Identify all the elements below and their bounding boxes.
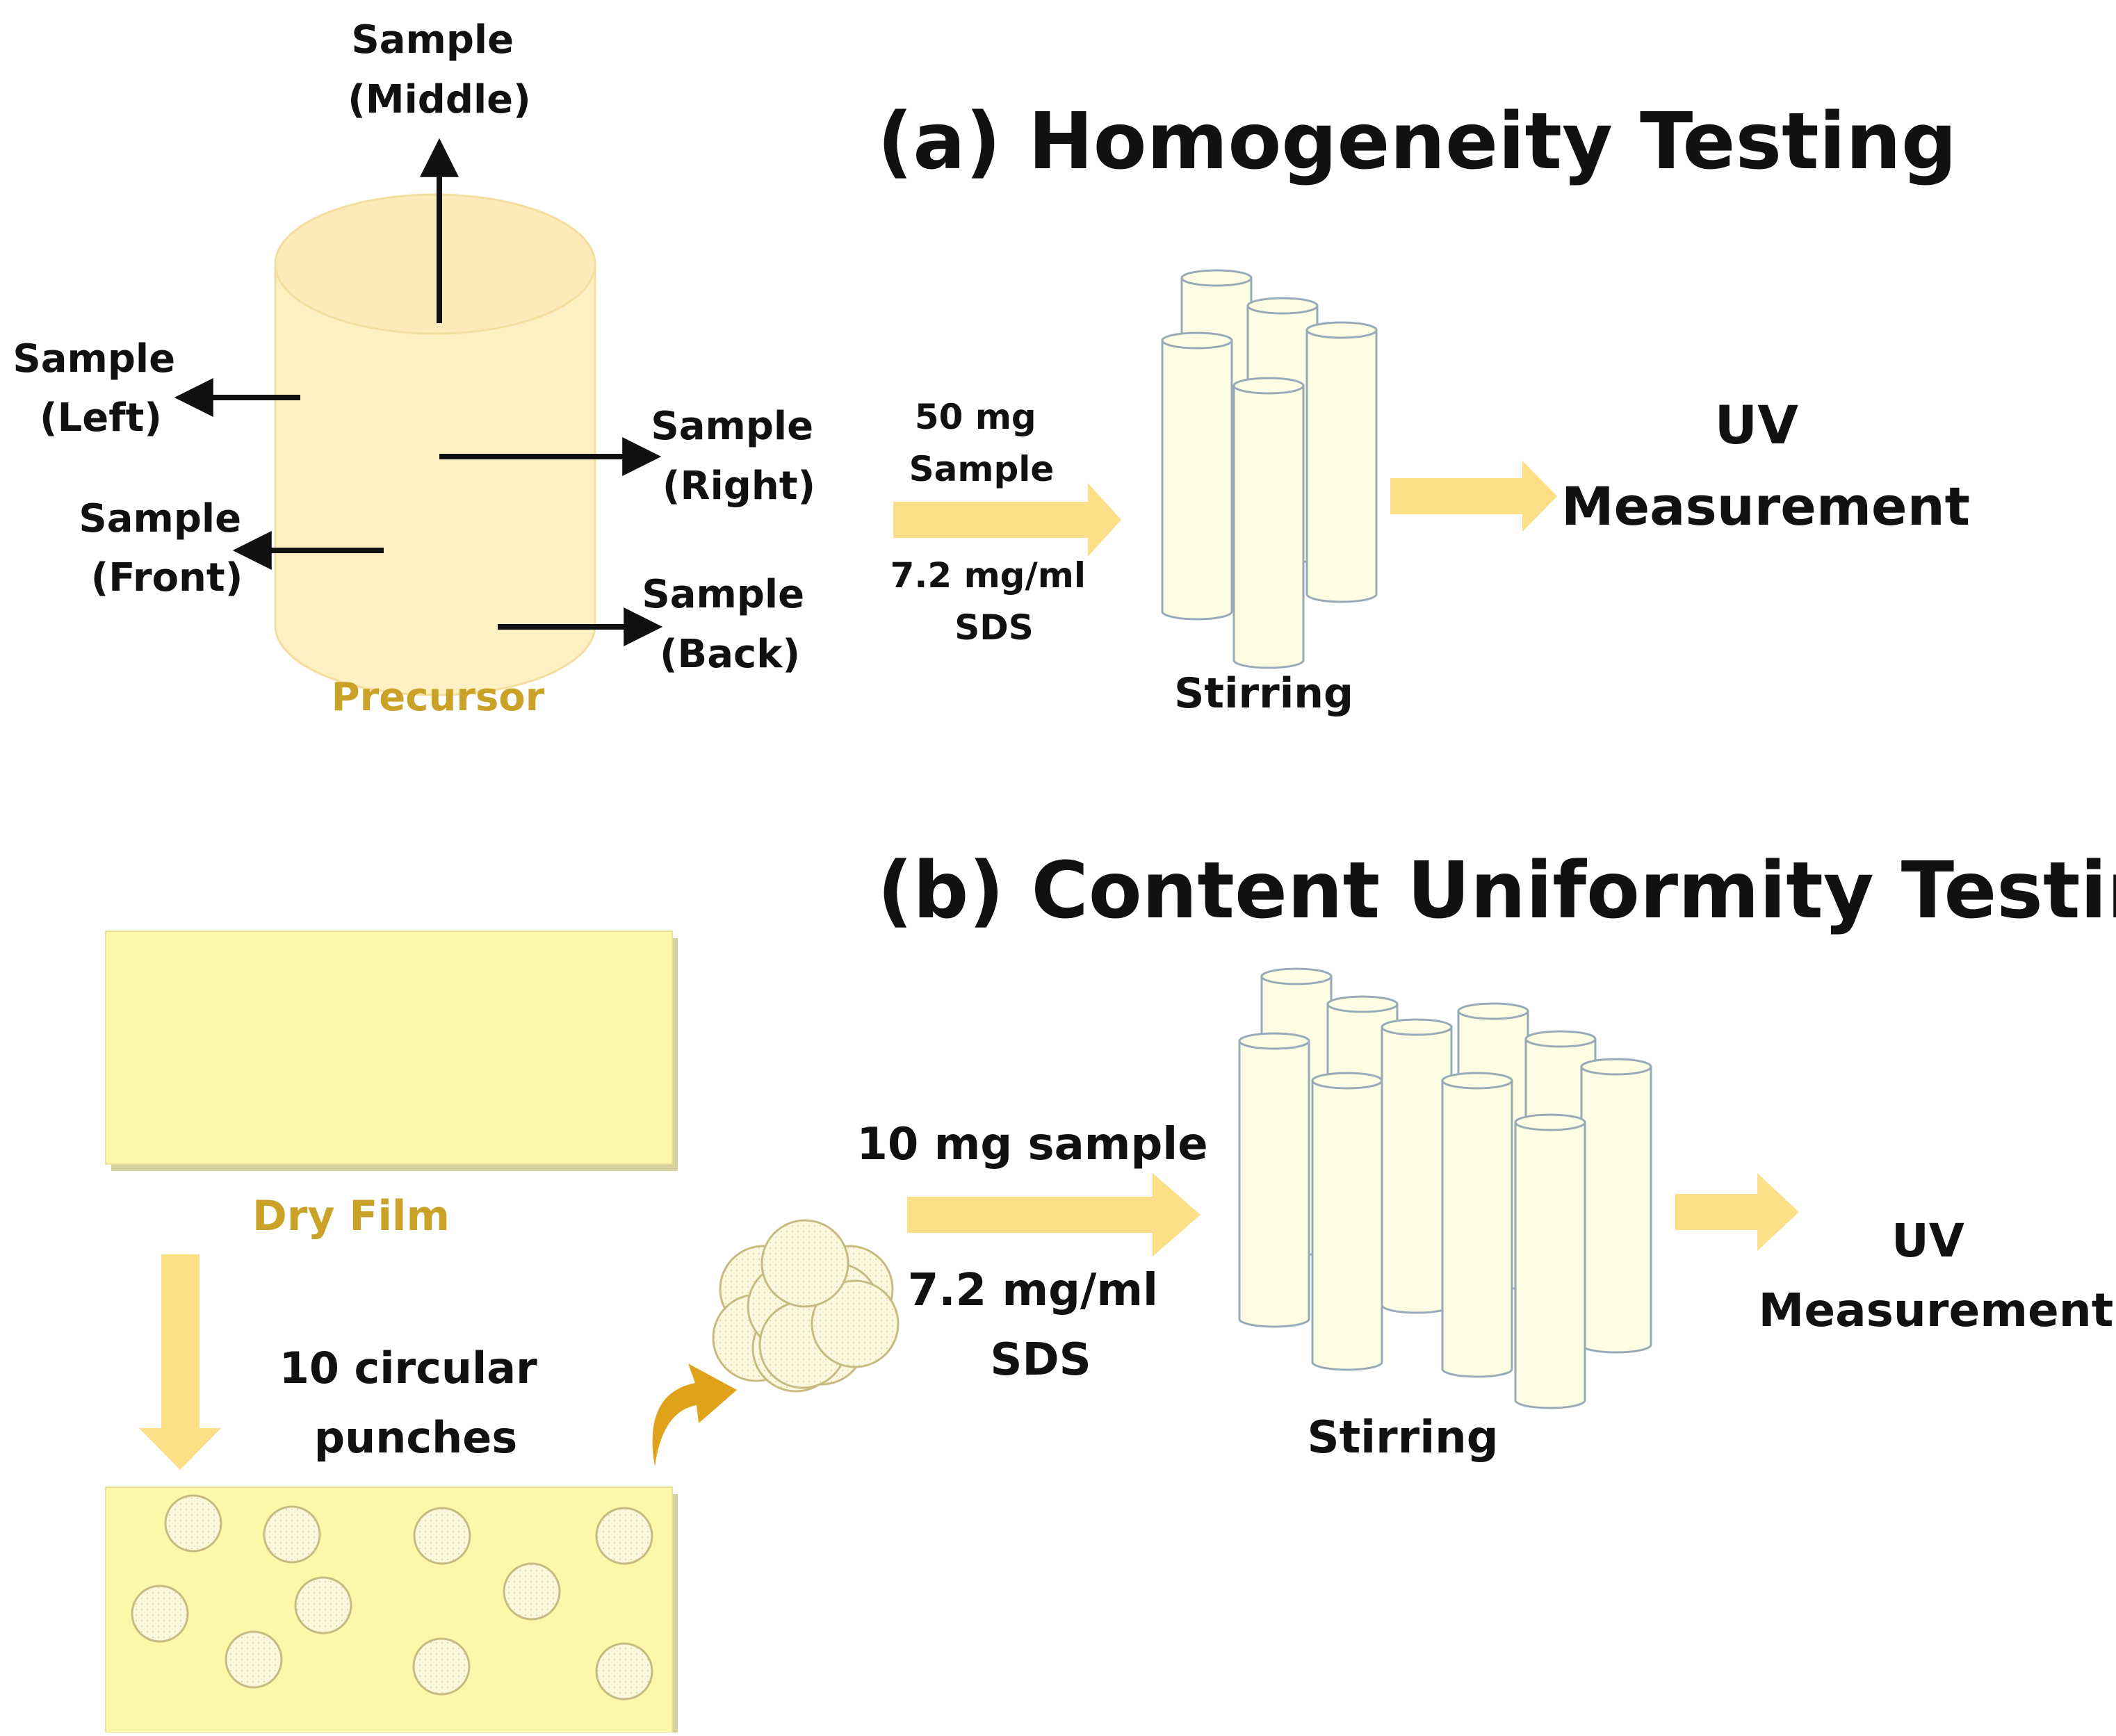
tube-a-5 — [1232, 377, 1305, 669]
tube-b-7 — [1580, 1058, 1652, 1354]
down-arrow — [139, 1254, 221, 1470]
sample-middle-label: Sample (Middle) — [348, 17, 530, 122]
b-arrow-top-label: 10 mg sample — [856, 1119, 1207, 1170]
a-arrow-top-line2: Sample — [909, 449, 1055, 489]
dry-film-label: Dry Film — [252, 1192, 450, 1240]
punch-hole-3 — [413, 1507, 471, 1565]
curved-arrow-icon — [652, 1364, 737, 1466]
flow-arrow-b2 — [1675, 1173, 1799, 1251]
punches-line2: punches — [314, 1412, 518, 1463]
a-measurement-label: UV Measurement — [1561, 394, 1970, 537]
punches-label: 10 circular punches — [279, 1343, 553, 1463]
punches-line1: 10 circular — [279, 1343, 537, 1393]
tube-b-9 — [1441, 1072, 1513, 1378]
punch-hole-6 — [294, 1576, 352, 1635]
precursor-cylinder — [274, 193, 596, 696]
sample-front-line2: (Front) — [91, 555, 243, 600]
disc-9 — [811, 1279, 900, 1368]
b-arrow-bottom-line1: 7.2 mg/ml — [908, 1265, 1158, 1316]
punch-hole-4 — [595, 1507, 653, 1565]
flow-arrow-a1 — [893, 483, 1121, 557]
punched-film — [105, 1487, 678, 1733]
tube-b-6 — [1381, 1018, 1453, 1314]
punch-hole-5 — [131, 1584, 189, 1643]
a-measurement-line2: Measurement — [1561, 475, 1970, 537]
punched-disc-stack — [712, 1219, 900, 1393]
sample-back-line2: (Back) — [660, 632, 800, 677]
sample-left-line1: Sample — [13, 336, 175, 382]
punch-hole-1 — [164, 1494, 222, 1553]
stirring-label-a: Stirring — [1174, 669, 1353, 718]
tube-a-4 — [1161, 331, 1233, 621]
punch-hole-10 — [595, 1642, 653, 1701]
sample-middle-line2: (Middle) — [348, 77, 530, 122]
sample-right-line1: Sample — [651, 404, 813, 449]
dry-film — [105, 931, 678, 1171]
punch-hole-8 — [225, 1630, 283, 1689]
punch-holes — [131, 1494, 653, 1701]
tube-b-5 — [1238, 1032, 1310, 1328]
stirring-tubes-a — [1161, 269, 1378, 669]
b-arrow-bottom-line2: SDS — [990, 1334, 1091, 1386]
tube-b-10 — [1514, 1113, 1586, 1409]
tube-a-3 — [1305, 321, 1378, 603]
flow-arrow-b1 — [907, 1173, 1201, 1256]
section-b-title: (b) Content Uniformity Testing — [877, 846, 2116, 936]
section-a-title: (a) Homogeneity Testing — [877, 97, 1957, 187]
b-arrow-bottom-label: 7.2 mg/ml SDS — [908, 1265, 1173, 1386]
a-arrow-bottom-line2: SDS — [954, 607, 1034, 648]
punch-hole-9 — [412, 1637, 471, 1696]
a-arrow-top-line1: 50 mg — [915, 397, 1036, 437]
sample-front-label: Sample (Front) — [79, 496, 254, 600]
tube-b-8 — [1311, 1072, 1383, 1371]
flow-arrow-a2 — [1390, 461, 1557, 532]
punch-hole-7 — [503, 1562, 561, 1621]
sample-back-line1: Sample — [642, 572, 804, 617]
sample-back-label: Sample (Back) — [642, 572, 817, 677]
precursor-label: Precursor — [332, 675, 545, 720]
b-measurement-line1: UV — [1891, 1214, 1964, 1268]
punch-hole-2 — [263, 1505, 321, 1564]
a-arrow-bottom-line1: 7.2 mg/ml — [890, 555, 1086, 596]
stirring-label-b: Stirring — [1307, 1412, 1498, 1464]
disc-10 — [760, 1219, 849, 1308]
sample-left-line2: (Left) — [40, 395, 162, 441]
sample-left-label: Sample (Left) — [13, 336, 188, 441]
a-arrow-bottom-label: 7.2 mg/ml SDS — [890, 555, 1098, 648]
a-arrow-top-label: 50 mg Sample — [909, 397, 1055, 489]
sample-right-line2: (Right) — [662, 464, 815, 509]
b-measurement-line2: Measurement — [1759, 1284, 2114, 1337]
a-measurement-line1: UV — [1715, 394, 1799, 456]
sample-right-label: Sample (Right) — [651, 404, 827, 509]
stirring-tubes-b — [1238, 967, 1652, 1409]
sample-front-line1: Sample — [79, 496, 241, 541]
b-measurement-label: UV Measurement — [1759, 1214, 2114, 1337]
sample-middle-line1: Sample — [351, 17, 514, 63]
